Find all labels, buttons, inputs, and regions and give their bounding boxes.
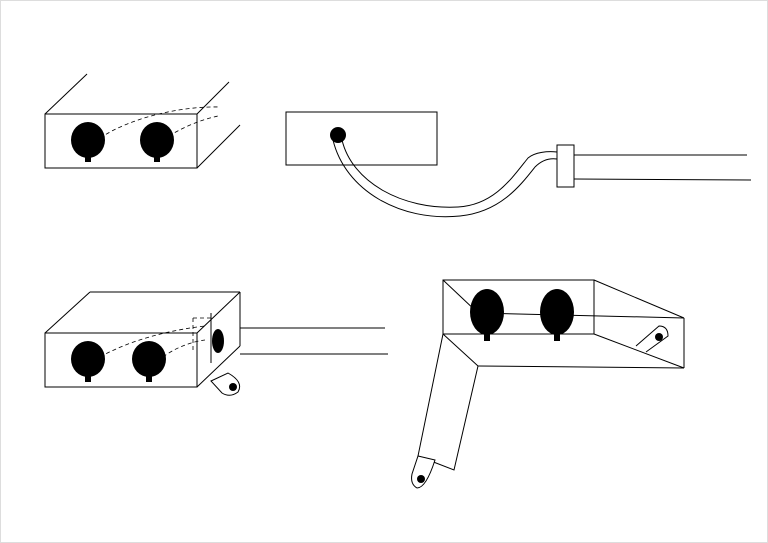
bracket-hole-right bbox=[540, 289, 574, 341]
block-top-back-edge-left bbox=[44, 73, 88, 115]
hidden-channel-4 bbox=[162, 339, 206, 358]
outlet-block-top-left-edge bbox=[44, 291, 91, 334]
side-outlet-hole bbox=[212, 329, 224, 353]
hole-left bbox=[71, 122, 105, 162]
panel-angled-bracket bbox=[411, 279, 685, 489]
bracket-bottom-left-diag bbox=[442, 333, 479, 367]
bracket-front-face bbox=[442, 279, 595, 335]
bracket-top-right-edge bbox=[593, 279, 685, 319]
hidden-channel-3 bbox=[99, 325, 206, 358]
block-top-back-edge-right bbox=[196, 81, 230, 115]
tube-outer-wall bbox=[332, 139, 558, 218]
bracket-leg bbox=[417, 333, 479, 471]
block-side-bottom-edge bbox=[196, 124, 241, 169]
bracket-bottom-back-edge bbox=[477, 365, 685, 369]
outlet-block-front-face bbox=[44, 332, 198, 388]
bottom-tab bbox=[210, 372, 241, 396]
channel-opening bbox=[330, 127, 346, 143]
block-front-face bbox=[44, 113, 198, 169]
bracket-hole-left bbox=[470, 289, 504, 341]
bracket-inner-back-edge bbox=[477, 312, 685, 319]
pipe-coupling bbox=[556, 144, 575, 188]
channel-block bbox=[285, 111, 438, 166]
hole-right bbox=[140, 122, 174, 162]
hole-left-2 bbox=[71, 341, 105, 382]
bracket-leg-tab bbox=[411, 455, 436, 489]
panel-block-two-holes bbox=[44, 73, 241, 169]
tube-inner-wall bbox=[341, 139, 558, 208]
panel-block-curved-channel bbox=[285, 111, 752, 218]
hidden-channel-2 bbox=[162, 115, 219, 141]
outlet-block-bottom-side-edge bbox=[196, 345, 241, 388]
bracket-side-tab bbox=[635, 325, 669, 353]
hole-right-2 bbox=[132, 341, 166, 382]
pipe-bottom-edge bbox=[573, 178, 752, 181]
outlet-block-top-right-edge bbox=[196, 291, 241, 334]
panel-block-side-outlet bbox=[44, 291, 388, 396]
bracket-bottom-right-diag bbox=[593, 333, 685, 369]
